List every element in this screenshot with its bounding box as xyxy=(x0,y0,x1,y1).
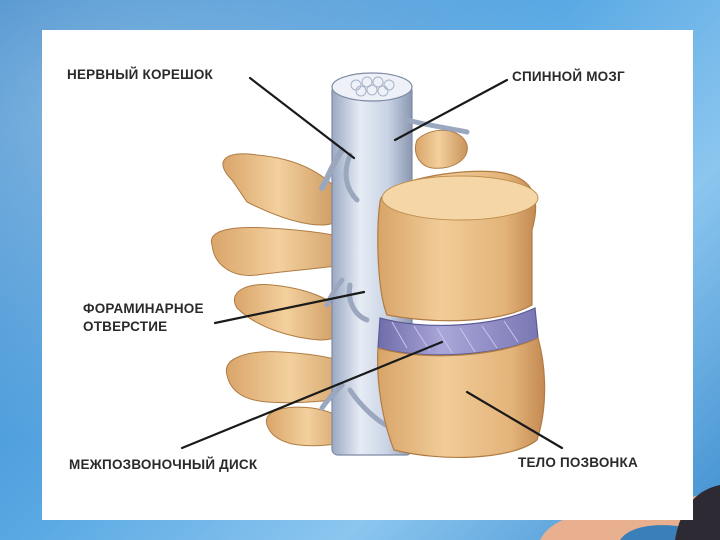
lower-vertebral-body xyxy=(378,338,545,457)
upper-right-lamina xyxy=(415,130,467,168)
diagram-panel: НЕРВНЫЙ КОРЕШОК СПИННОЙ МОЗГ ФОРАМИНАРНО… xyxy=(42,30,693,520)
spinal-cord-cross-section xyxy=(332,73,412,101)
spine-diagram xyxy=(42,30,693,520)
label-nerve-root: НЕРВНЫЙ КОРЕШОК xyxy=(67,66,213,83)
label-intervertebral-disc: МЕЖПОЗВОНОЧНЫЙ ДИСК xyxy=(69,456,257,473)
label-vertebral-body: ТЕЛО ПОЗВОНКА xyxy=(518,454,638,471)
label-spinal-cord: СПИННОЙ МОЗГ xyxy=(512,68,625,85)
label-foramen-line-1: ФОРАМИНАРНОЕ xyxy=(83,300,204,317)
vertebral-column xyxy=(378,171,545,457)
label-foramen-line-2: ОТВЕРСТИЕ xyxy=(83,318,167,335)
upper-spinous-process xyxy=(223,154,346,225)
upper-vertebral-body-top xyxy=(382,176,538,220)
